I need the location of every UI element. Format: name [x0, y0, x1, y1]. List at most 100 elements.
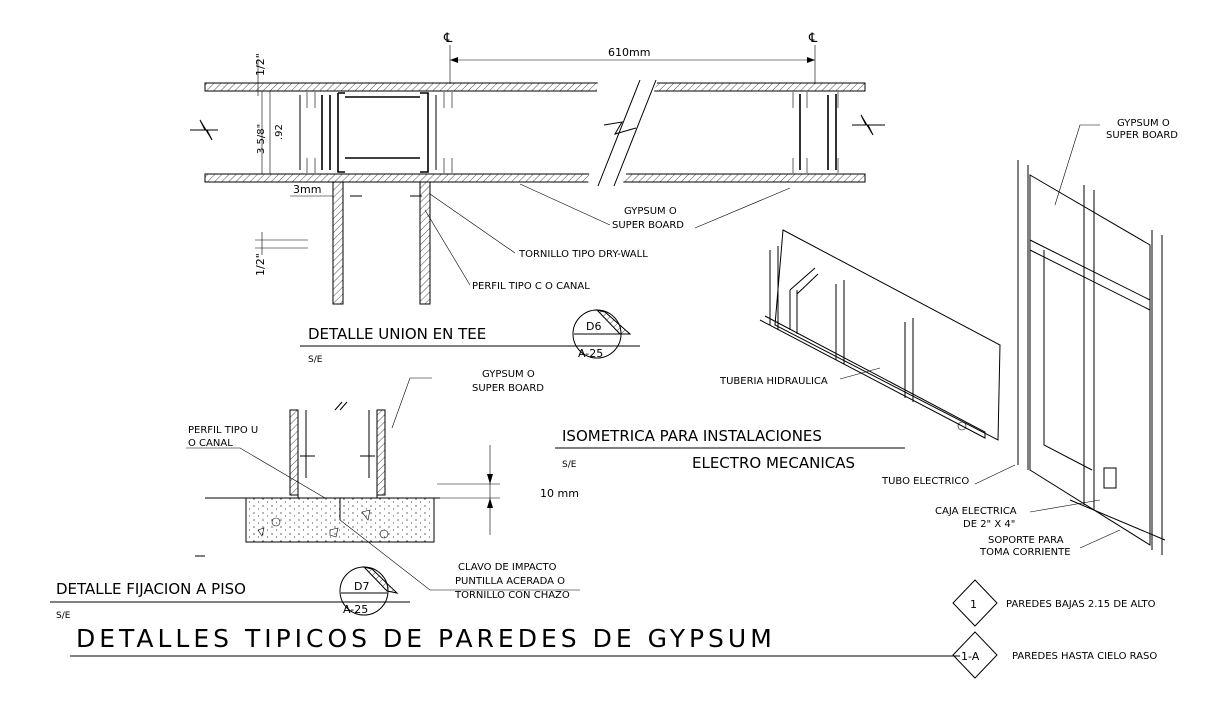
- iso-pipe-end: [957, 421, 967, 431]
- stud-right: [799, 94, 837, 170]
- dim-top-half-label: 1/2": [254, 53, 267, 76]
- leader-perfil-c: [424, 209, 471, 286]
- stud-left-c: [420, 92, 429, 173]
- label-caja-1: CAJA ELECTRICA: [935, 506, 1017, 517]
- leader-clavo: [339, 519, 580, 591]
- label-gypsum-iso-1: GYPSUM O: [1117, 118, 1170, 129]
- iso-full-board: [1029, 174, 1151, 546]
- iso-electric-box: [1103, 467, 1117, 489]
- leader-gypsum-iso: [1054, 124, 1100, 206]
- iso-title-block: ISOMETRICA PARA INSTALACIONES S/E ELECTR…: [555, 427, 905, 472]
- iso-support: [1069, 499, 1166, 541]
- leader-soporte: [1079, 529, 1121, 549]
- floor-board-left: [289, 409, 299, 496]
- screws-top: [306, 92, 839, 108]
- aggregate: [257, 527, 265, 537]
- leader-caja: [1029, 499, 1101, 513]
- iso-low-board: [774, 229, 1001, 441]
- iso-conduit: [1043, 250, 1093, 471]
- dim-stud-label: 3 5/8": [256, 124, 267, 154]
- dim-stud-metric-label: .92: [274, 124, 285, 140]
- break-symbol: [603, 121, 637, 135]
- aggregate: [329, 527, 339, 538]
- dim-gap: [290, 186, 334, 200]
- label-perfil-u-1: PERFIL TIPO U: [188, 425, 258, 436]
- legend-text-1: PAREDES BAJAS 2.15 DE ALTO: [1006, 599, 1156, 610]
- iso-title-2: ELECTRO MECANICAS: [692, 454, 855, 472]
- d7-scale: S/E: [56, 611, 71, 621]
- label-caja-2: DE 2" X 4": [963, 519, 1015, 530]
- d6-bubble-hatch: [595, 309, 632, 335]
- iso-pipe: [789, 267, 819, 334]
- break-right: [852, 114, 885, 136]
- label-perfil-u-2: O CANAL: [188, 438, 233, 449]
- dim-top-half: [245, 60, 265, 96]
- d6-scale: S/E: [308, 355, 323, 365]
- aggregate: [361, 509, 371, 521]
- centerlines: [449, 45, 816, 84]
- centerline-left-label: ℄: [443, 31, 453, 46]
- label-gypsum-iso-2: SUPER BOARD: [1106, 130, 1178, 141]
- d7-bubble-bottom: A-25: [343, 603, 368, 616]
- label-gypsum-mid-1: GYPSUM O: [482, 369, 535, 380]
- label-gypsum-top-2: SUPER BOARD: [612, 220, 684, 231]
- isometric-low-wall: TUBERIA HIDRAULICA: [719, 229, 1001, 441]
- studs-outer: [299, 95, 437, 170]
- floor-board-right: [376, 409, 386, 496]
- detail-fijacion-piso: 10 mm GYPSUM O SUPER BOARD PERFIL TIPO U…: [50, 369, 580, 621]
- dim-base-arrows: [487, 474, 493, 508]
- iso-title-1: ISOMETRICA PARA INSTALACIONES: [562, 427, 822, 445]
- sheet-title: DETALLES TIPICOS DE PAREDES DE GYPSUM: [76, 624, 776, 653]
- aggregate: [271, 517, 281, 527]
- d6-title: DETALLE UNION EN TEE: [308, 325, 486, 343]
- isometric-full-wall: GYPSUM O SUPER BOARD TUBO ELECTRICO CAJA…: [881, 118, 1178, 558]
- legend-diamond-1: [952, 579, 998, 627]
- stud-left-a: [321, 95, 331, 170]
- tee-board-left: [332, 181, 344, 305]
- label-tornillo: TORNILLO TIPO DRY-WALL: [518, 249, 648, 260]
- wall-board-top: [204, 82, 866, 92]
- leader-tuberia: [839, 367, 881, 380]
- stud-left-b: [337, 92, 345, 173]
- label-tuberia: TUBERIA HIDRAULICA: [719, 376, 828, 387]
- floor-break: [334, 401, 348, 411]
- leader-tornillo: [429, 193, 516, 254]
- dim-stud: [261, 91, 271, 174]
- dim-spacing-label: 610mm: [608, 46, 650, 59]
- d7-bubble-hatch: [362, 566, 399, 594]
- iso-full-studs: [1017, 160, 1163, 555]
- iso-low-studs: [769, 246, 914, 402]
- label-soporte-1: SOPORTE PARA: [988, 535, 1064, 546]
- sheet-title-block: DETALLES TIPICOS DE PAREDES DE GYPSUM: [70, 624, 960, 657]
- iso-full-rail: [1029, 239, 1151, 311]
- dim-base-gap: [437, 445, 500, 535]
- label-gypsum-top-1: GYPSUM O: [624, 206, 677, 217]
- d6-bubble-top: D6: [586, 320, 601, 333]
- label-clavo-3: TORNILLO CON CHAZO: [454, 590, 570, 601]
- screws-bottom: [306, 158, 839, 173]
- dim-gap-label: 3mm: [293, 183, 321, 196]
- dim-base-gap-label: 10 mm: [540, 487, 579, 500]
- legend-tag-2: 1-A: [961, 650, 980, 663]
- leader-gypsum-top: [519, 183, 791, 229]
- leader-tubo: [974, 464, 1016, 485]
- break-left: [190, 119, 218, 141]
- iso-low-track: [759, 315, 986, 439]
- tee-board-right: [419, 181, 431, 305]
- d7-bubble-top: D7: [354, 580, 369, 593]
- legend: 1 PAREDES BAJAS 2.15 DE ALTO 1-A PAREDES…: [952, 579, 1157, 679]
- label-tubo: TUBO ELECTRICO: [881, 476, 969, 487]
- wall-board-bottom: [204, 173, 866, 183]
- leader-perfil-u: [186, 447, 326, 499]
- d7-title: DETALLE FIJACION A PISO: [56, 580, 246, 598]
- floor-track: [297, 410, 378, 499]
- legend-text-2: PAREDES HASTA CIELO RASO: [1012, 651, 1157, 662]
- dim-side-half-label: 1/2": [254, 253, 267, 276]
- floor-track-inner: [305, 410, 370, 478]
- dim-side-half: [255, 232, 308, 255]
- leader-gypsum-mid: [391, 377, 432, 429]
- centerline-right-label: ℄: [808, 31, 818, 46]
- aggregate: [379, 529, 389, 539]
